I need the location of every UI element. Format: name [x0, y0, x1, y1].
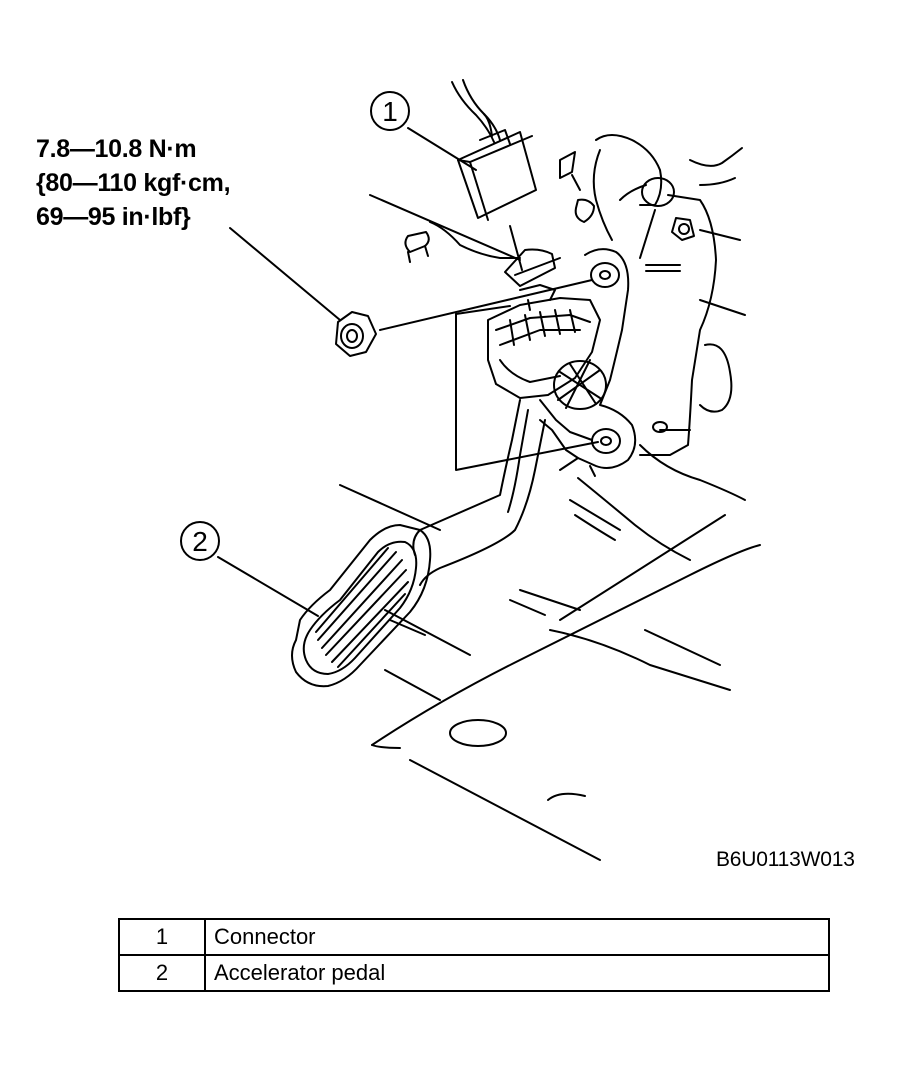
nut — [335, 311, 377, 357]
connector — [451, 79, 537, 221]
torque-line-2: {80—110 kgf·cm, — [36, 169, 231, 197]
pedal-sensor-assembly — [369, 194, 637, 477]
callout-2-circle — [180, 521, 220, 561]
legend-row: 1 Connector — [118, 918, 830, 956]
figure-code: B6U0113W013 — [716, 848, 855, 871]
callout-1-number: 1 — [382, 96, 398, 127]
torque-specification: 7.8—10.8 N·m {80—110 kgf·cm, 69—95 in·lb… — [36, 132, 231, 234]
parts-legend-table: 1 Connector 2 Accelerator pedal — [118, 918, 830, 992]
torque-line-3: 69—95 in·lbf} — [36, 203, 191, 231]
torque-line-1: 7.8—10.8 N·m — [36, 135, 197, 163]
callout-2-number: 2 — [192, 526, 208, 557]
legend-number: 2 — [118, 954, 206, 992]
callout-1-circle — [370, 91, 410, 131]
legend-label: Accelerator pedal — [204, 954, 830, 992]
accelerator-pedal — [291, 399, 546, 688]
legend-label: Connector — [204, 918, 830, 956]
legend-number: 1 — [118, 918, 206, 956]
legend-row: 2 Accelerator pedal — [118, 954, 830, 992]
leader-lines — [217, 127, 599, 617]
floor-lines — [339, 477, 761, 861]
body-structure — [559, 134, 746, 501]
